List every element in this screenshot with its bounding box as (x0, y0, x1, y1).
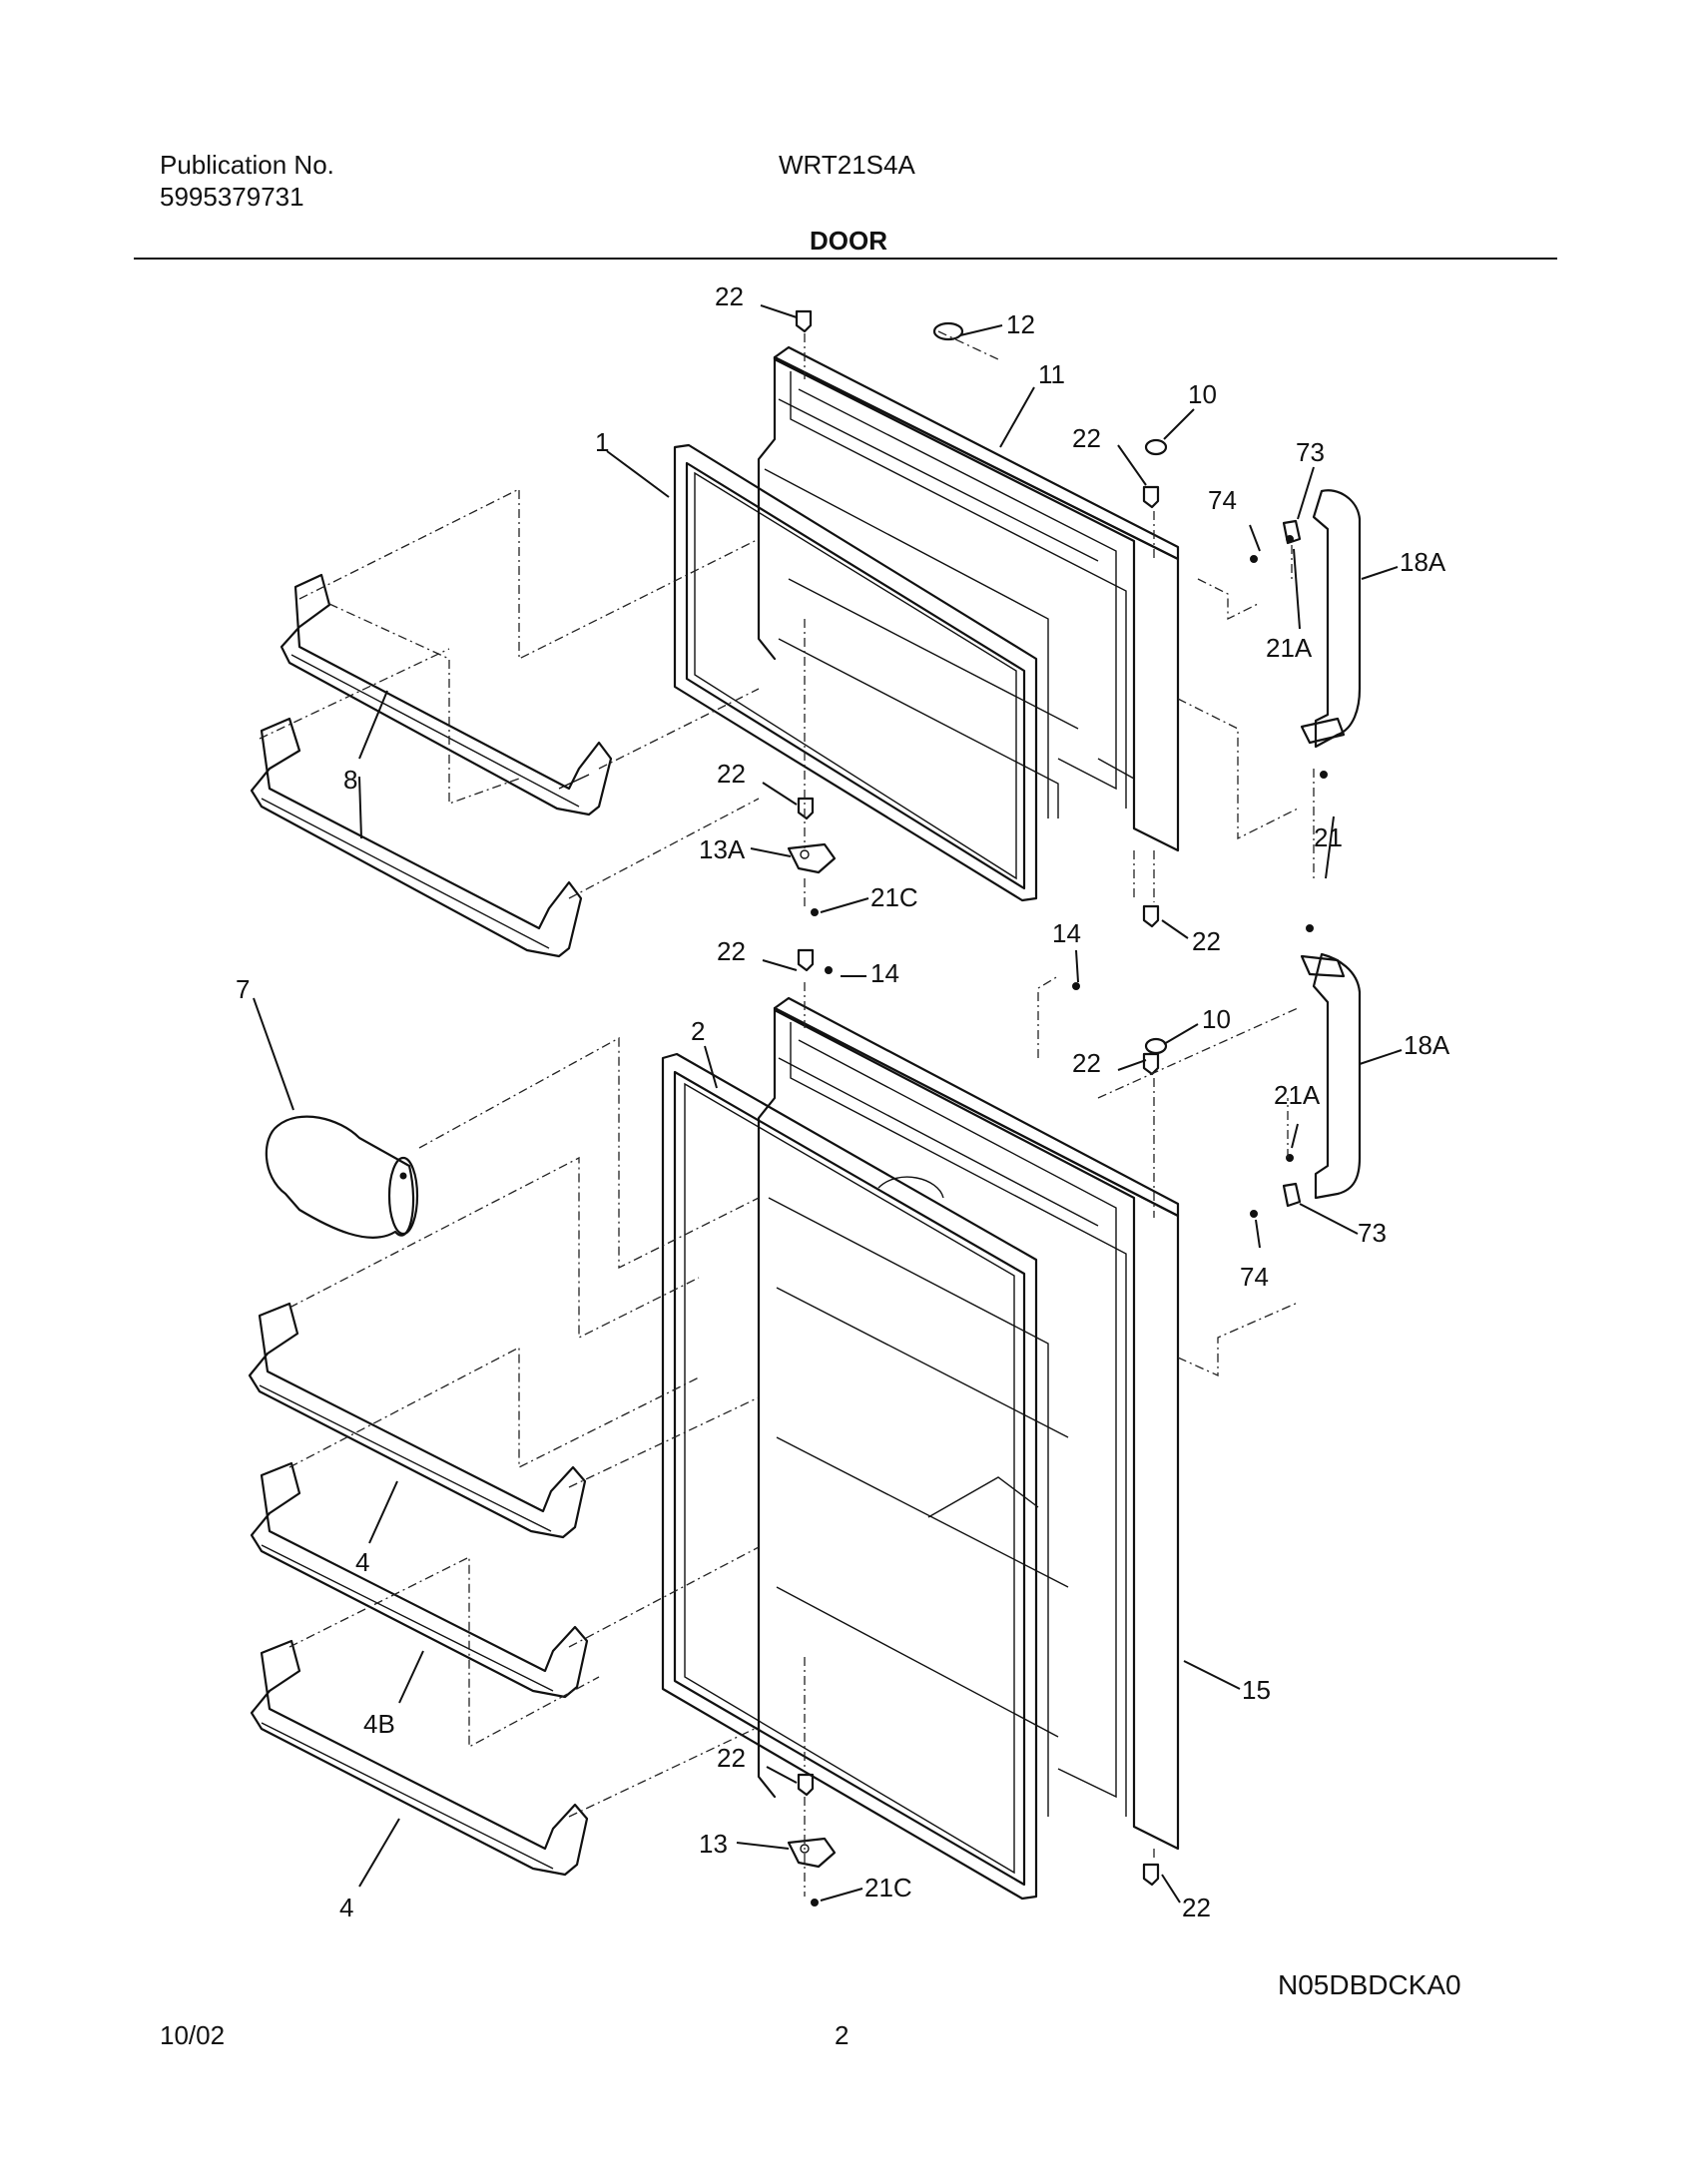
callout-15: 15 (1242, 1675, 1271, 1705)
callout-74: 74 (1208, 485, 1237, 515)
callout-13a: 13A (699, 834, 746, 864)
freezer-door-handle (1300, 489, 1362, 749)
callout-22: 22 (717, 936, 746, 966)
callout-10: 10 (1188, 379, 1217, 409)
callout-1: 1 (595, 427, 609, 457)
callout-73: 73 (1358, 1218, 1387, 1248)
callout-12: 12 (1006, 309, 1035, 339)
freezer-door-gasket (673, 443, 1038, 902)
freezer-door-shelf-lower (250, 717, 583, 958)
callout-labels: 22 12 11 10 22 73 74 18A 21A 1 8 22 13A … (236, 281, 1450, 1922)
page-number: 2 (835, 2020, 850, 2050)
callout-4b: 4B (363, 1709, 395, 1739)
publication-number: 5995379731 (160, 182, 304, 212)
revision-date: 10/02 (160, 2020, 226, 2050)
fresh-food-door-shelf-lower (250, 1639, 589, 1877)
section-title: DOOR (810, 226, 887, 256)
callout-7: 7 (236, 974, 250, 1004)
callout-22: 22 (715, 281, 744, 311)
freezer-door-shelf-upper (280, 573, 613, 817)
callout-4: 4 (355, 1547, 369, 1577)
callout-22: 22 (1072, 423, 1101, 453)
callout-73: 73 (1296, 437, 1325, 467)
callout-18a: 18A (1400, 547, 1446, 577)
callout-10: 10 (1202, 1004, 1231, 1034)
fresh-food-door-handle (1300, 952, 1362, 1200)
assembly-guide-lines (259, 330, 1315, 1897)
callout-14: 14 (1052, 918, 1081, 948)
callout-74: 74 (1240, 1262, 1269, 1292)
callout-21a: 21A (1274, 1080, 1321, 1110)
fresh-food-door-shelf-upper (248, 1302, 587, 1539)
publication-label: Publication No. (160, 150, 334, 180)
door-hinge (787, 842, 837, 1869)
callout-21: 21 (1314, 822, 1343, 852)
callout-22: 22 (1192, 926, 1221, 956)
drawing-code: N05DBDCKA0 (1278, 1969, 1461, 2000)
fresh-food-door-gasket (661, 1052, 1038, 1901)
callout-11: 11 (1038, 359, 1065, 389)
header-rule (134, 258, 1557, 260)
callout-22: 22 (717, 759, 746, 789)
fresh-food-door-shelf-middle (250, 1461, 589, 1699)
fresh-food-door-outer-panel (757, 996, 1180, 1851)
callout-21c: 21C (870, 882, 918, 912)
butter-bin (265, 1115, 419, 1239)
callout-4: 4 (339, 1893, 353, 1922)
callout-leaders (253, 304, 1403, 1904)
small-fasteners (811, 519, 1328, 1907)
freezer-door-outer-panel (757, 345, 1180, 852)
callout-22: 22 (1182, 1893, 1211, 1922)
callout-22: 22 (1072, 1048, 1101, 1078)
callout-14: 14 (870, 958, 899, 988)
callout-18a: 18A (1404, 1030, 1450, 1060)
callout-22: 22 (717, 1743, 746, 1773)
callout-21c: 21C (864, 1873, 912, 1903)
callout-8: 8 (343, 765, 357, 795)
callout-13: 13 (699, 1829, 728, 1859)
hole-plug (932, 321, 1168, 1055)
model-number: WRT21S4A (779, 150, 915, 180)
callout-21a: 21A (1266, 633, 1313, 663)
callout-2: 2 (691, 1016, 705, 1046)
